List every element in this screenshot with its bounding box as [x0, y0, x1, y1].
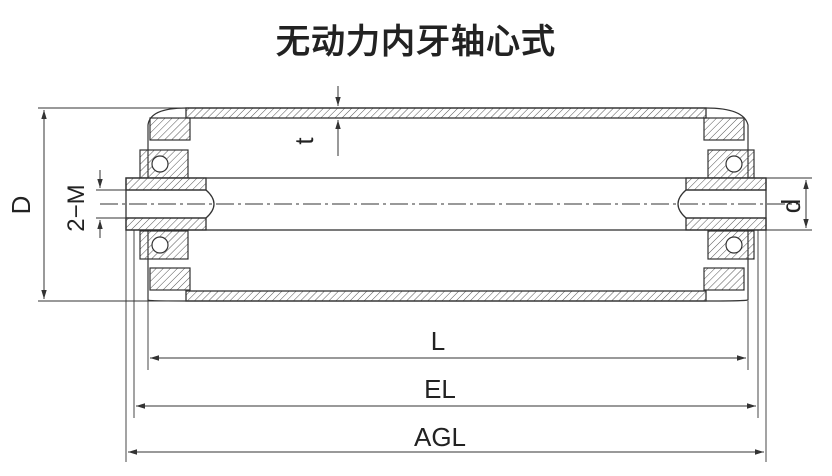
label-AGL: AGL — [414, 422, 466, 452]
label-M: 2−M — [63, 184, 90, 231]
roller-tube — [185, 107, 707, 302]
left-end-cap — [139, 107, 191, 302]
label-d: d — [776, 199, 806, 213]
label-EL: EL — [424, 374, 456, 404]
label-D: D — [6, 196, 36, 215]
label-L: L — [431, 326, 445, 356]
extension-lines — [38, 107, 812, 462]
diagram-title: 无动力内牙轴心式 — [276, 22, 556, 62]
label-t: t — [289, 137, 319, 145]
dimension-lines — [41, 86, 809, 455]
